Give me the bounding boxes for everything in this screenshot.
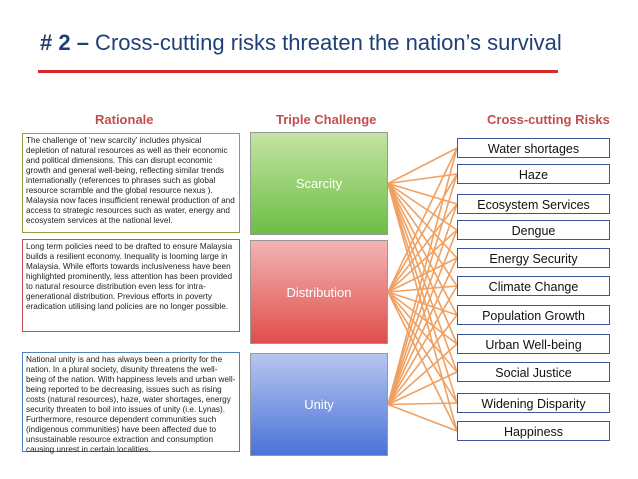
header-cross-cutting-risks: Cross-cutting Risks [487, 112, 610, 127]
connector-line [387, 229, 458, 405]
risk-water-shortages: Water shortages [457, 138, 610, 158]
risk-urban-well-being: Urban Well-being [457, 334, 610, 354]
connector-line [387, 183, 458, 287]
risk-haze: Haze [457, 164, 610, 184]
risk-population-growth: Population Growth [457, 305, 610, 325]
connector-line [387, 203, 458, 293]
risk-climate-change: Climate Change [457, 276, 610, 296]
connector-line [387, 314, 458, 405]
risk-energy-security: Energy Security [457, 248, 610, 268]
risk-widening-disparity: Widening Disparity [457, 393, 610, 413]
connector-line [387, 147, 458, 185]
connector-line [387, 229, 458, 293]
rationale-distribution: Long term policies need to be drafted to… [22, 239, 240, 332]
connector-line [387, 403, 458, 432]
connector-line [387, 173, 458, 185]
connector-line [387, 182, 458, 231]
challenge-scarcity: Scarcity [250, 132, 388, 235]
rationale-scarcity: The challenge of ‘new scarcity’ includes… [22, 133, 240, 233]
connector-line [387, 257, 458, 405]
connector-line [387, 291, 458, 404]
connector-line [387, 147, 458, 405]
connector-line [387, 402, 458, 406]
risk-dengue: Dengue [457, 220, 610, 240]
title-prefix: # 2 – [40, 30, 89, 55]
connector-line [387, 183, 458, 432]
rationale-unity: National unity is and has always been a … [22, 352, 240, 454]
title-underline [38, 70, 558, 73]
connector-line [387, 291, 458, 432]
risk-ecosystem-services: Ecosystem Services [457, 194, 610, 214]
risk-happiness: Happiness [457, 421, 610, 441]
connector-line [387, 147, 458, 293]
challenge-unity: Unity [250, 353, 388, 456]
connector-line [387, 371, 458, 406]
title-text: Cross-cutting risks threaten the nation’… [88, 30, 562, 55]
connector-line [387, 183, 458, 345]
header-rationale: Rationale [95, 112, 154, 127]
connector-line [387, 173, 458, 405]
header-triple-challenge: Triple Challenge [276, 112, 377, 127]
connector-line [387, 203, 458, 405]
risk-social-justice: Social Justice [457, 362, 610, 382]
connector-line [387, 183, 458, 404]
challenge-distribution: Distribution [250, 240, 388, 344]
page-title: # 2 – Cross-cutting risks threaten the n… [40, 30, 562, 56]
connector-line [387, 285, 458, 405]
connector-line [387, 343, 458, 406]
connector-line [387, 182, 458, 205]
